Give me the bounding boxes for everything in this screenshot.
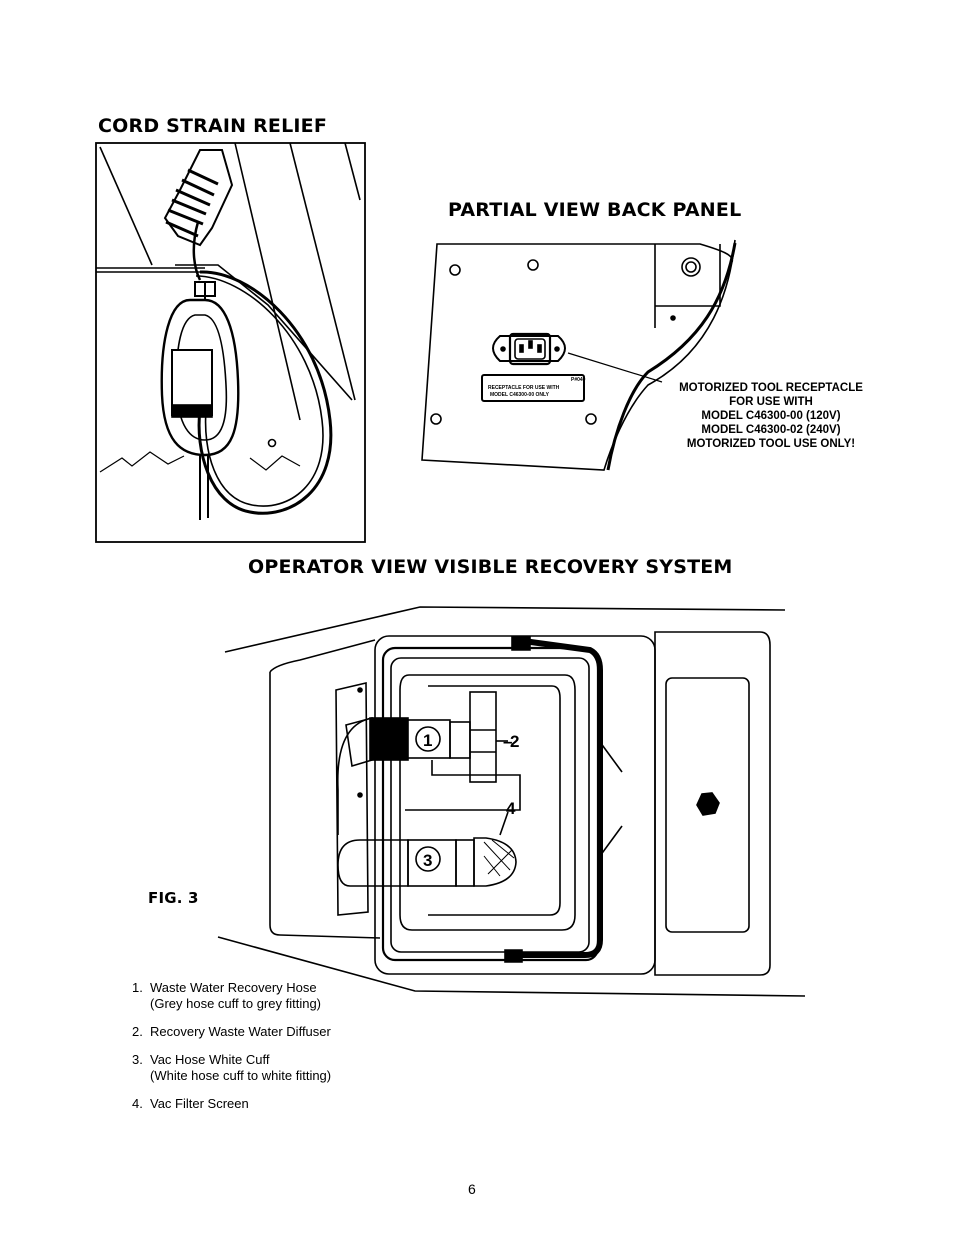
figure-legend: 1. Waste Water Recovery Hose (Grey hose … (132, 980, 331, 1124)
back-panel-title: PARTIAL VIEW BACK PANEL (448, 199, 742, 221)
legend-text: Vac Hose White Cuff (150, 1052, 270, 1067)
legend-item: 4. Vac Filter Screen (132, 1096, 331, 1112)
callout-line: MODEL C46300-00 (120V) (701, 410, 841, 422)
callout-line: FOR USE WITH (729, 396, 813, 408)
legend-number: 3. (132, 1052, 143, 1067)
plate-part-number: P#040 (571, 377, 586, 383)
callout-line: MODEL C46300-02 (240V) (701, 424, 841, 436)
callout-line: MOTORIZED TOOL RECEPTACLE (679, 382, 863, 394)
legend-item: 2. Recovery Waste Water Diffuser (132, 1024, 331, 1040)
callout-line: MOTORIZED TOOL USE ONLY! (686, 438, 856, 450)
legend-number: 4. (132, 1096, 143, 1111)
legend-text: (White hose cuff to white fitting) (150, 1068, 332, 1083)
figure-label: FIG. 3 (148, 889, 199, 907)
callout-three: 3 (423, 851, 432, 870)
plate-line-1: RECEPTACLE FOR USE WITH (488, 385, 560, 391)
plate-line-2: MODEL C46300-00 ONLY (490, 392, 550, 398)
receptacle-callout: MOTORIZED TOOL RECEPTACLE FOR USE WITH M… (666, 381, 876, 451)
legend-text: Recovery Waste Water Diffuser (150, 1024, 331, 1039)
legend-text: Vac Filter Screen (150, 1096, 249, 1111)
legend-item: 3. Vac Hose White Cuff (White hose cuff … (132, 1052, 331, 1084)
recovery-system-title: OPERATOR VIEW VISIBLE RECOVERY SYSTEM (248, 556, 733, 578)
callout-two: 2 (510, 732, 519, 751)
back-panel-illustration (421, 239, 737, 471)
callout-one: 1 (423, 731, 432, 750)
recovery-system-illustration: 1 (217, 606, 806, 997)
legend-text: Waste Water Recovery Hose (150, 980, 317, 995)
legend-number: 2. (132, 1024, 143, 1039)
cord-strain-relief-illustration (95, 142, 366, 543)
callout-four: 4 (506, 799, 516, 818)
legend-item: 1. Waste Water Recovery Hose (Grey hose … (132, 980, 331, 1012)
cord-strain-relief-title: CORD STRAIN RELIEF (98, 115, 328, 137)
callout-two-dash: – (503, 732, 512, 751)
page-number: 6 (468, 1181, 476, 1197)
legend-text: (Grey hose cuff to grey fitting) (150, 996, 321, 1011)
legend-number: 1. (132, 980, 143, 995)
